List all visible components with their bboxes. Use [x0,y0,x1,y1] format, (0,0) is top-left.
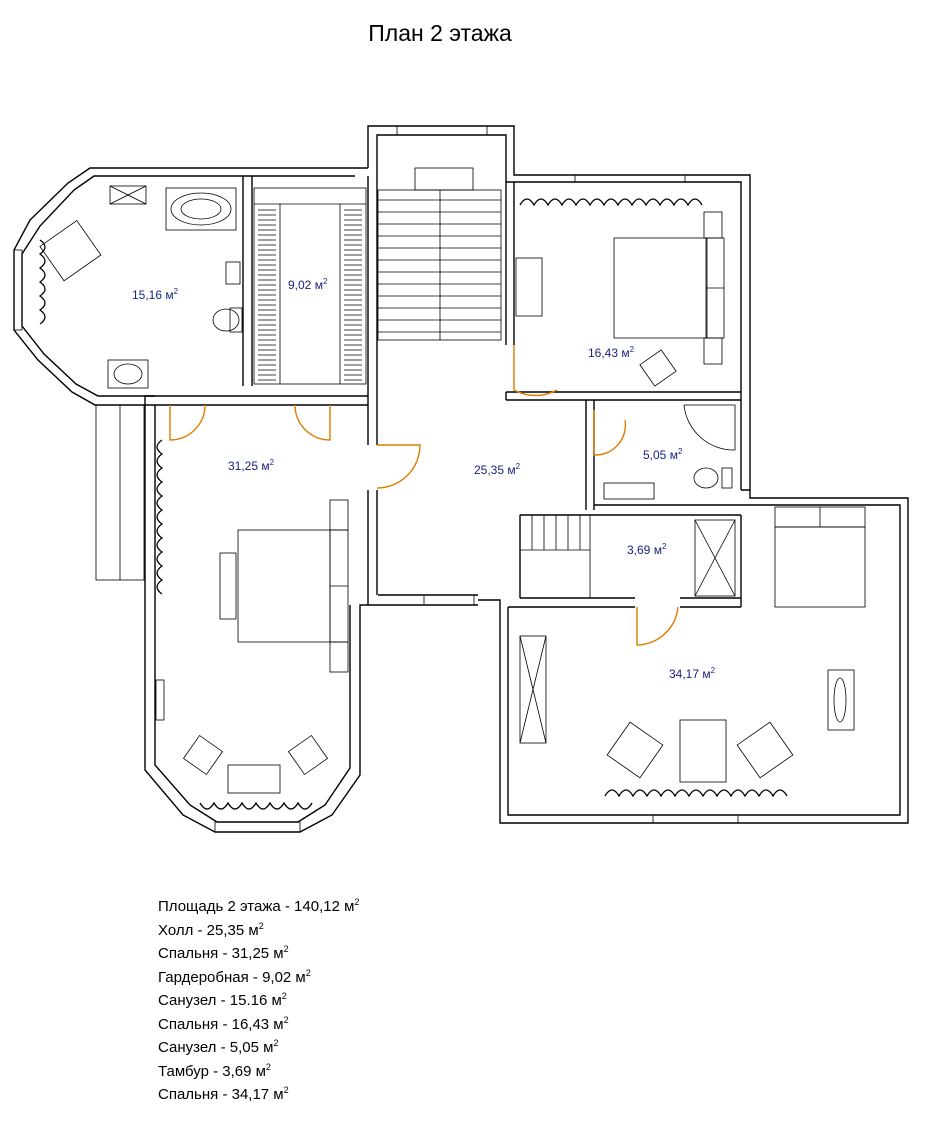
area-label-bedroom-2: 16,43 м2 [588,345,635,360]
legend-item: Площадь 2 этажа - 140,12 м2 [158,897,360,915]
curtains [38,198,788,810]
doors [169,345,679,646]
area-label-bathroom-2: 5,05 м2 [643,447,683,462]
area-label-vestibule: 3,69 м2 [627,542,667,557]
legend-item: Санузел - 5,05 м2 [158,1038,279,1056]
legend-item: Холл - 25,35 м2 [158,920,264,939]
staircase [377,167,591,599]
legend-item: Гардеробная - 9,02 м2 [158,967,311,986]
outer-walls [13,125,909,833]
area-label-wardrobe: 9,02 м2 [288,277,328,292]
legend-item: Тамбур - 3,69 м2 [158,1061,271,1080]
area-legend: Площадь 2 этажа - 140,12 м2 Холл - 25,35… [158,893,359,1105]
furniture [39,185,866,794]
area-label-bedroom-1: 31,25 м2 [228,458,275,473]
area-label-bedroom-3: 34,17 м2 [669,666,716,681]
area-label-bathroom-1: 15,16 м2 [132,287,179,302]
legend-item: Санузел - 15.16 м2 [158,991,287,1009]
legend-item: Спальня - 16,43 м2 [158,1014,289,1033]
windows [13,125,739,833]
area-label-hall: 25,35 м2 [474,462,521,477]
legend-item: Спальня - 34,17 м2 [158,1085,289,1103]
plan-title: План 2 этажа [368,20,512,46]
legend-item: Спальня - 31,25 м2 [158,944,289,962]
